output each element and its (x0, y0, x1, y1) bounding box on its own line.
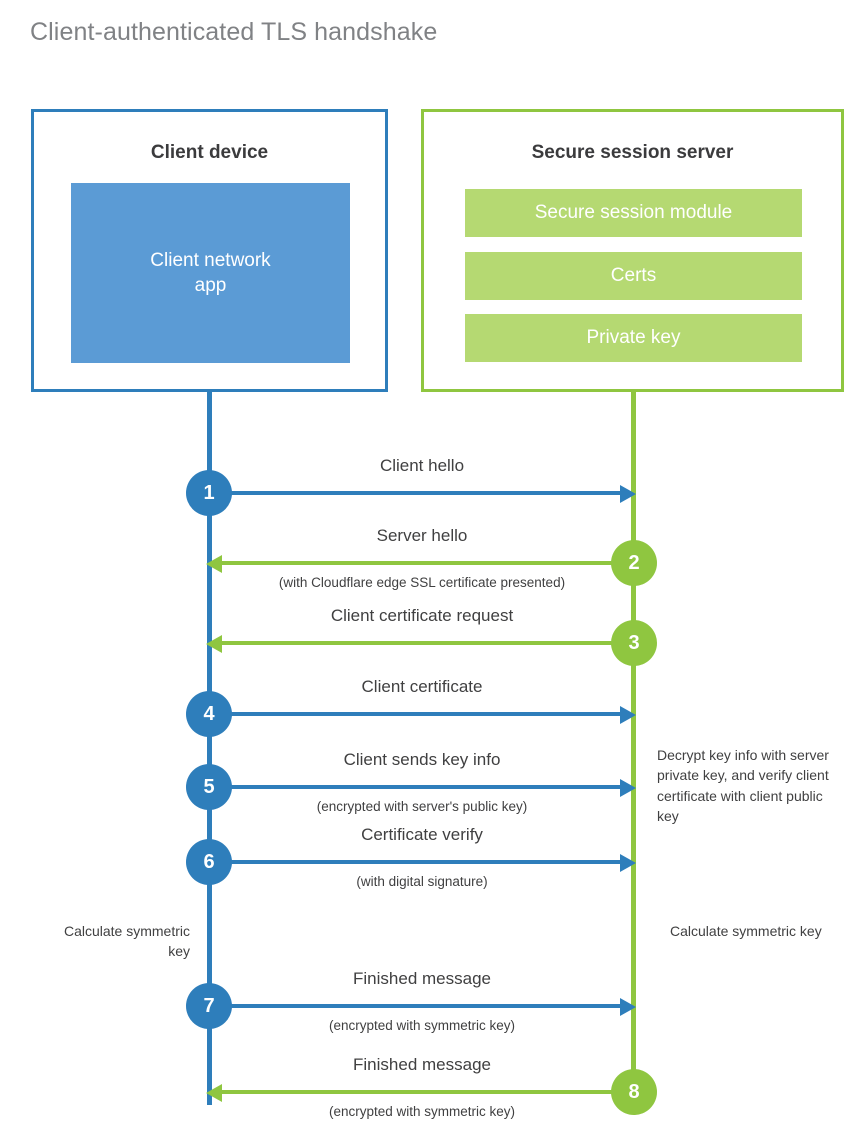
server-bar-secure-session-module: Secure session module (465, 189, 802, 237)
step-number-badge-2: 2 (611, 540, 657, 586)
message-label-6: Certificate verify (361, 825, 483, 844)
arrowhead-icon-7 (620, 998, 636, 1016)
message-sublabel-2: (with Cloudflare edge SSL certificate pr… (278, 575, 566, 590)
arrowhead-icon-1 (620, 485, 636, 503)
secure-session-server-title: Secure session server (531, 142, 734, 163)
message-label-8: Finished message (353, 1055, 491, 1074)
client-device-title: Client device (150, 142, 269, 163)
server-lifeline (631, 392, 636, 1095)
message-label-1: Client hello (379, 456, 465, 475)
message-label-7: Finished message (353, 969, 491, 988)
server-bar-certs: Certs (465, 252, 802, 300)
message-line-7 (210, 1004, 624, 1008)
note-calculate-symmetric-key-client: Calculate symmetric key (63, 923, 190, 960)
step-number-badge-5: 5 (186, 764, 232, 810)
arrowhead-icon-5 (620, 779, 636, 797)
message-line-3 (218, 641, 634, 645)
server-bar-private-key: Private key (465, 314, 802, 362)
arrowhead-icon-6 (620, 854, 636, 872)
client-lifeline (207, 392, 212, 1105)
message-label-3: Client certificate request (330, 606, 514, 625)
step-number-badge-4: 4 (186, 691, 232, 737)
step-number-badge-7: 7 (186, 983, 232, 1029)
message-label-2: Server hello (376, 526, 468, 545)
arrowhead-icon-3 (206, 635, 222, 653)
message-sublabel-6: (with digital signature) (356, 874, 488, 889)
message-sublabel-8: (encrypted with symmetric key) (328, 1104, 516, 1119)
message-line-8 (218, 1090, 634, 1094)
message-line-5 (210, 785, 624, 789)
step-number-badge-6: 6 (186, 839, 232, 885)
message-sublabel-5: (encrypted with server's public key) (316, 799, 528, 814)
message-label-5: Client sends key info (343, 750, 501, 769)
secure-session-server-box: Secure session server Secure session mod… (421, 109, 844, 392)
note-calculate-symmetric-key-server: Calculate symmetric key (670, 923, 822, 939)
message-line-1 (210, 491, 624, 495)
message-line-4 (210, 712, 624, 716)
arrowhead-icon-4 (620, 706, 636, 724)
page-title: Client-authenticated TLS handshake (30, 18, 438, 46)
message-sublabel-7: (encrypted with symmetric key) (328, 1018, 516, 1033)
message-line-2 (218, 561, 634, 565)
arrowhead-icon-8 (206, 1084, 222, 1102)
step-number-badge-3: 3 (611, 620, 657, 666)
note-decrypt-key-info: Decrypt key info with server private key… (657, 747, 829, 824)
message-line-6 (210, 860, 624, 864)
step-number-badge-1: 1 (186, 470, 232, 516)
step-number-badge-8: 8 (611, 1069, 657, 1115)
message-label-4: Client certificate (361, 677, 483, 696)
arrowhead-icon-2 (206, 555, 222, 573)
